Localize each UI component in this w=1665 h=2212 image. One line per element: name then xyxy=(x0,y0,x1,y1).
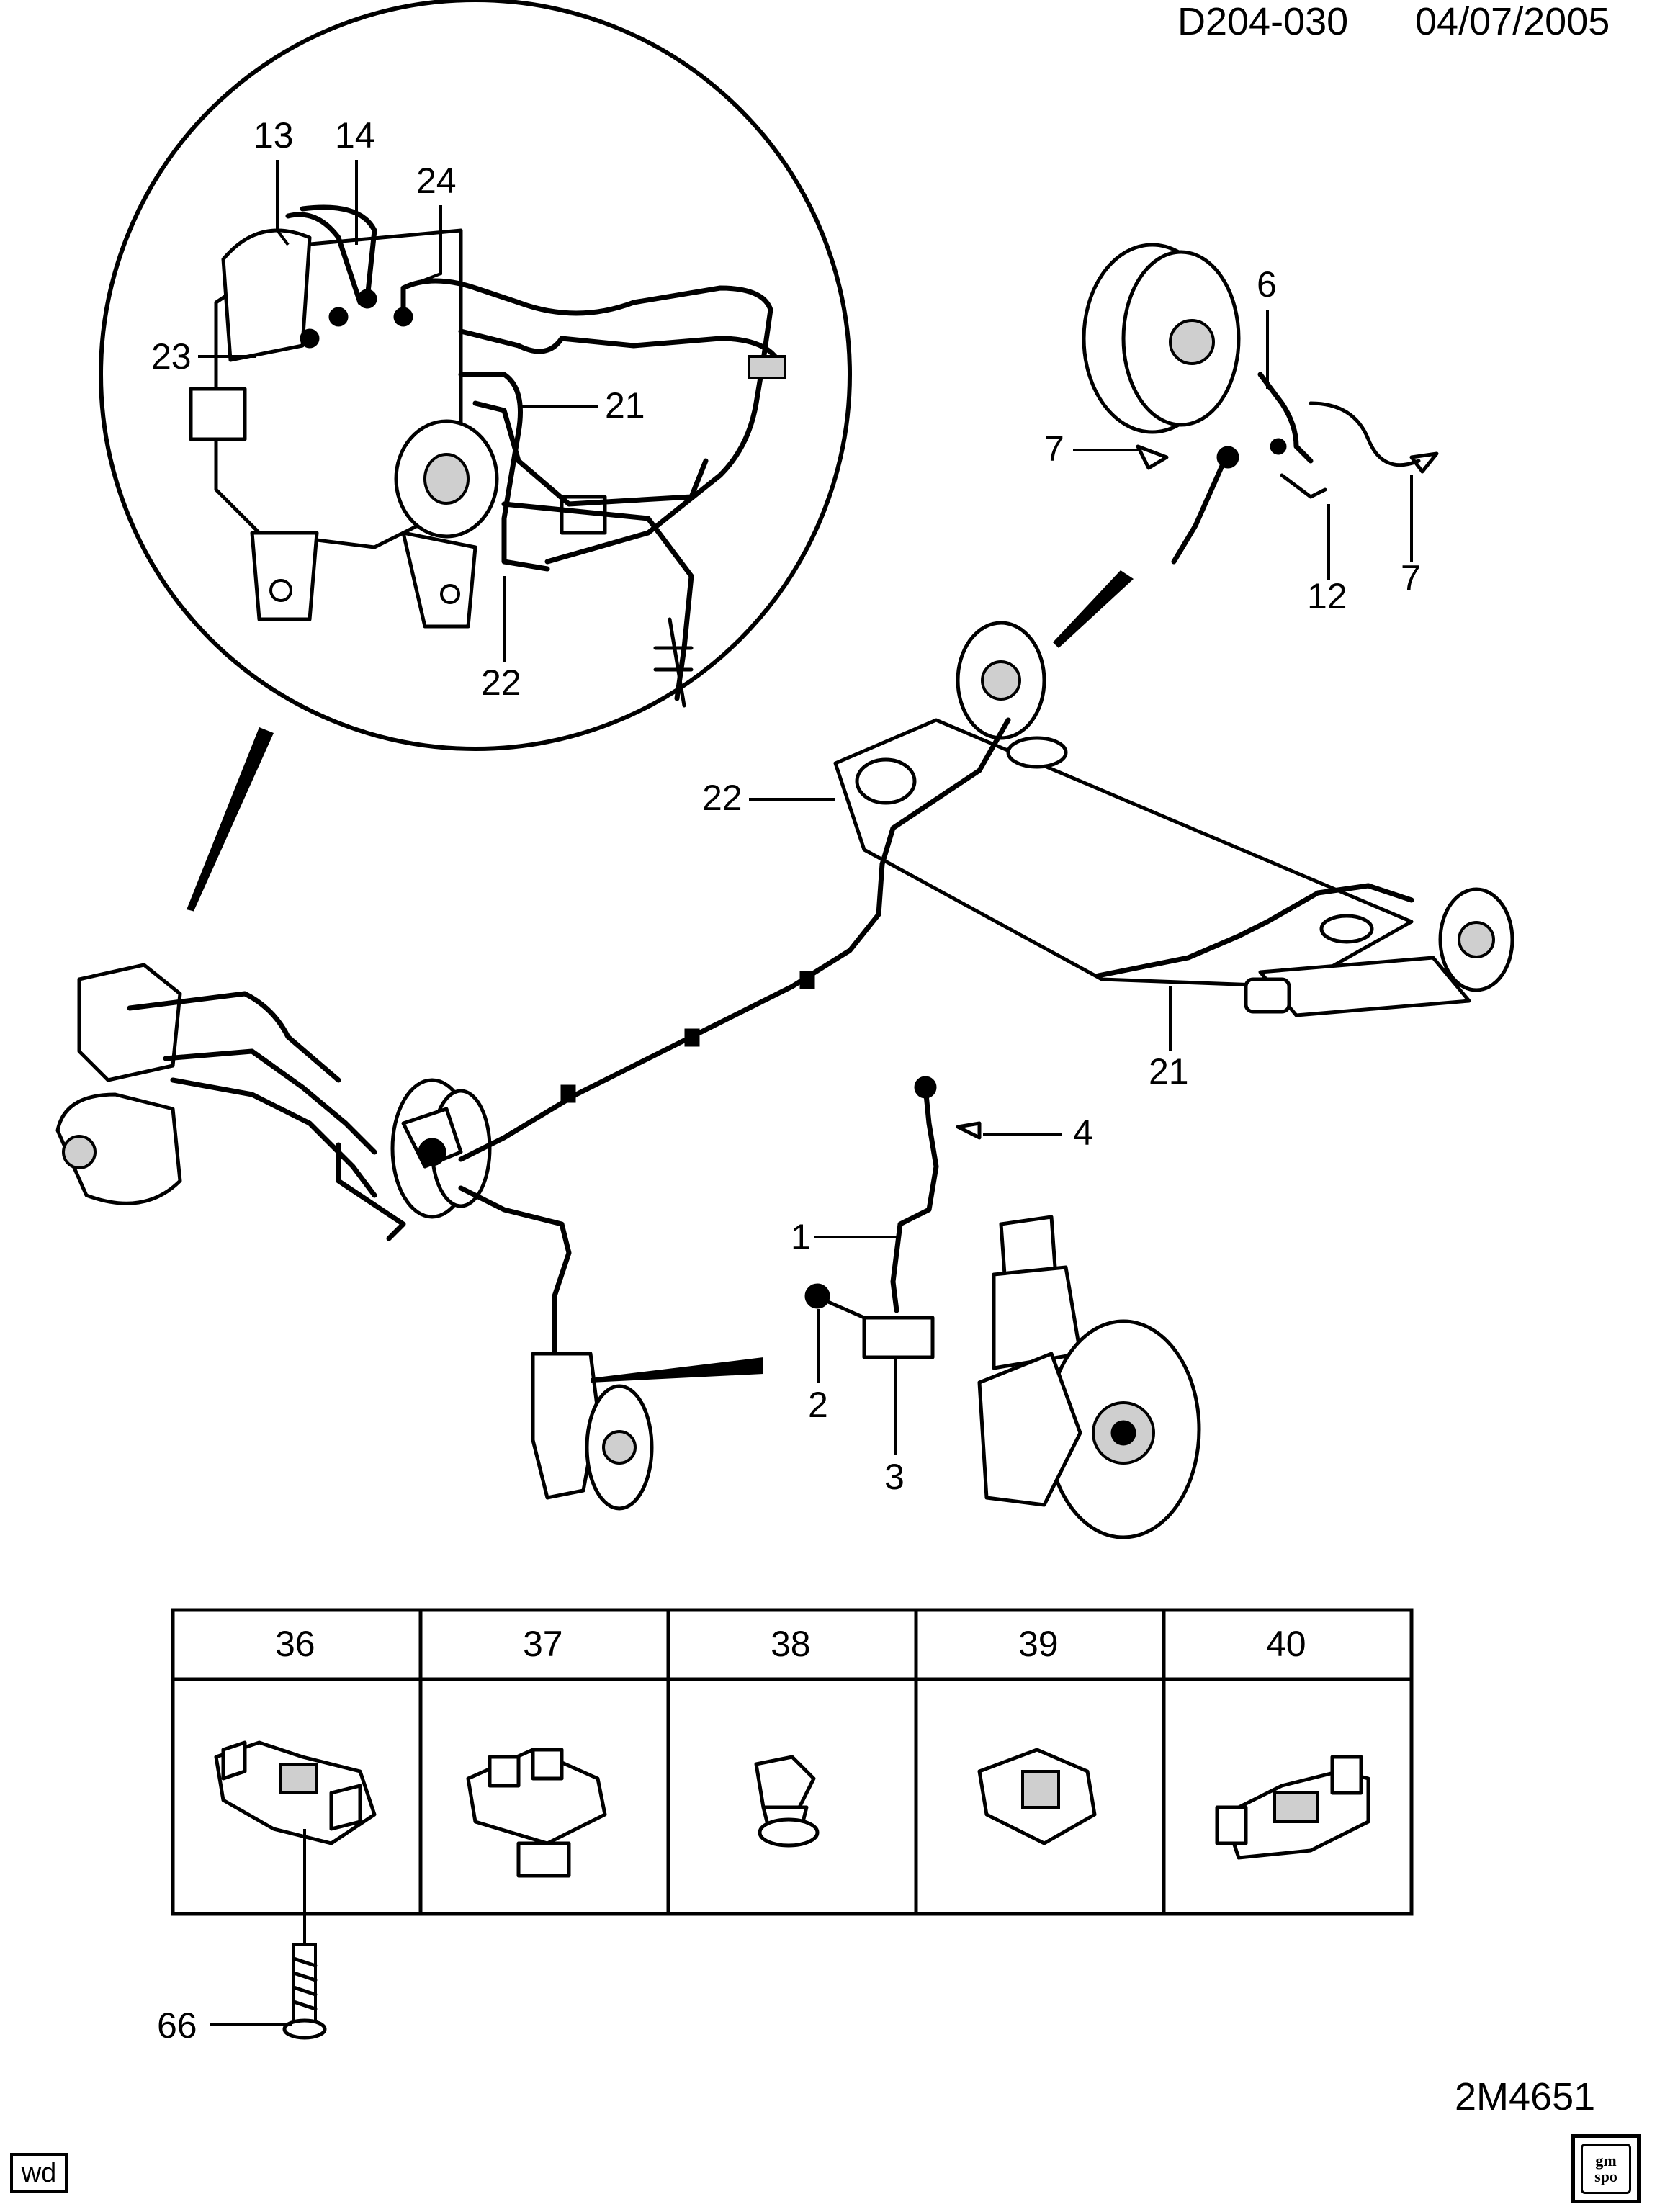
clip-header-39: 39 xyxy=(1018,1624,1059,1664)
rear-pointer xyxy=(1053,570,1134,648)
rear-drum-detail xyxy=(1082,243,1439,565)
callout-13: 13 xyxy=(253,115,294,156)
clip-37-illustration xyxy=(466,1748,607,1878)
clip-38-illustration xyxy=(754,1755,820,1848)
brake-line-21 xyxy=(1095,883,1414,979)
bolt-66 xyxy=(282,1943,327,2040)
clip-header-36: 36 xyxy=(275,1624,315,1664)
detail-pointer xyxy=(180,727,274,929)
callout-3: 3 xyxy=(884,1457,905,1497)
gm-spo-logo-icon: gm spo xyxy=(1571,2134,1641,2203)
front-callouts: 4 1 2 3 xyxy=(791,1112,1093,1497)
wd-tag: wd xyxy=(10,2153,68,2193)
brake-booster xyxy=(390,1078,492,1219)
rear-axle-beam xyxy=(833,621,1514,1017)
brake-line-22-rear xyxy=(879,717,1011,867)
clip-header-40: 40 xyxy=(1266,1624,1306,1664)
abs-unit-main xyxy=(55,907,406,1241)
doc-id: D204-030 xyxy=(1177,0,1348,43)
logo-line2: spo xyxy=(1594,2167,1617,2185)
callout-12: 12 xyxy=(1307,576,1347,616)
front-right-assembly xyxy=(804,1076,1201,1539)
abs-callouts: 13 14 24 23 21 22 xyxy=(151,115,645,703)
clip-header-38: 38 xyxy=(771,1624,811,1664)
clip-40-illustration xyxy=(1215,1755,1370,1860)
callout-2: 2 xyxy=(808,1385,828,1425)
abs-detail-view xyxy=(99,0,852,751)
doc-date: 04/07/2005 xyxy=(1415,0,1610,43)
clip-39-illustration xyxy=(977,1748,1097,1845)
callout-24: 24 xyxy=(416,161,457,201)
callout-7-right: 7 xyxy=(1401,558,1421,598)
callout-22-detail: 22 xyxy=(481,662,521,703)
clip-36-illustration xyxy=(214,1740,377,1944)
callout-6: 6 xyxy=(1257,264,1277,305)
rear-callouts: 6 7 7 12 22 21 xyxy=(702,264,1421,1092)
clip-header-37: 37 xyxy=(523,1624,563,1664)
front-left-line xyxy=(458,1185,572,1357)
callout-23: 23 xyxy=(151,336,192,377)
caliper-pointer xyxy=(591,1357,763,1382)
callout-1: 1 xyxy=(791,1217,811,1257)
left-front-caliper xyxy=(531,1352,654,1511)
callout-21-detail: 21 xyxy=(605,385,645,426)
callout-22-main: 22 xyxy=(702,778,742,818)
clip-table: 36 37 38 39 40 xyxy=(171,1608,1414,1944)
callout-4: 4 xyxy=(1073,1112,1093,1153)
figure-code: 2M4651 xyxy=(1455,2075,1595,2118)
callout-21-main: 21 xyxy=(1149,1051,1189,1092)
line-clips xyxy=(560,971,815,1103)
brake-line-22 xyxy=(458,861,885,1162)
callout-66: 66 xyxy=(157,2005,197,2046)
callout-14: 14 xyxy=(335,115,375,156)
callout-7-left: 7 xyxy=(1044,428,1064,469)
logo-line1: gm xyxy=(1595,2152,1617,2170)
